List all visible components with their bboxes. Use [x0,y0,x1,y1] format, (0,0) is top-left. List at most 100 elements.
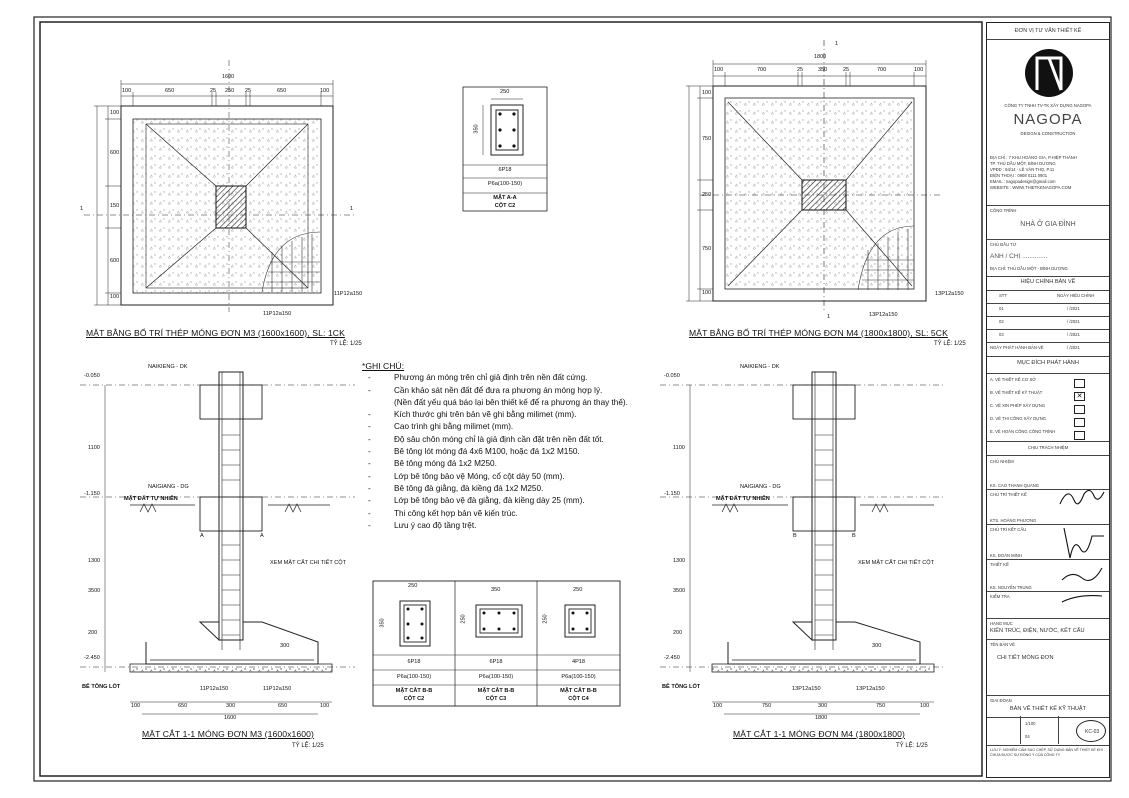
plan-m4-dim: 100 [914,67,924,73]
tb-rev-no: 03 [999,332,1004,337]
bb-c2-dim-top: 250 [408,583,418,589]
m3-level-bot: -2.450 [84,655,100,661]
plan-m4-dim: 700 [877,67,887,73]
tb-phase-label: GIAI ĐOẠN [990,698,1012,703]
m3-cut-mark: A [200,533,204,539]
m3-cut-mark: A [260,533,264,539]
bb-c4-title: MẶT CẮT B-B [560,688,597,694]
tb-divider [1058,716,1060,744]
plan-m4-drawing [686,40,940,312]
tb-role: THIẾT KẾ [990,562,1009,567]
tb-role: KIỂM TRA [990,594,1010,599]
tb-contact: ĐIỆN THOẠI : 0908 0111 0901 [990,173,1048,178]
tb-footnote: LƯU Ý: NGHIÊM CẤM SAO CHÉP, SỬ DỤNG BẢN … [990,748,1103,757]
plan-m4-section-mark: 1 [827,314,831,320]
m3-dim-300: 300 [280,643,290,649]
inner-frame [39,21,983,777]
plan-m3-dim: 100 [110,110,120,116]
tb-purpose: A. VẼ THIẾT KẾ CƠ SỞ [990,377,1036,382]
section-aa-drawing [462,86,548,212]
note-item: Phương án móng trên chỉ giả định trên nề… [394,373,588,383]
note-bullet: - [368,520,371,530]
plan-m4-rebar-v: 13P12a150 [869,312,898,318]
tb-role: CHỦ TRÌ THIẾT KẾ [990,492,1027,497]
plan-m3-dim: 150 [110,203,120,209]
section-m4-drawing [660,371,945,715]
tb-contact: VPĐD : 94/14 - LÊ VĂN THỌ, P.11 [990,167,1055,172]
bb-c2-title: MẶT CẮT B-B [395,688,433,694]
purpose-checkbox[interactable] [1074,418,1085,427]
plan-m4-dim: 100 [702,290,712,296]
plan-m4-dim: 250 [702,192,712,198]
tb-phase: BẢN VẼ THIẾT KẾ KỸ THUẬT [1009,706,1087,712]
aa-dim-top: 250 [500,89,510,95]
note-item: Lớp bê tông bảo vệ Móng, cổ cột dày 50 (… [394,471,565,481]
plan-m3-scale: TỶ LỆ: 1/25 [330,341,362,347]
aa-rebar: 6P18 [498,167,512,173]
plan-m3-drawing [84,60,354,312]
tb-project-label: CÔNG TRÌNH [990,208,1017,213]
note-bullet [362,397,394,409]
tb-company: CÔNG TY TNHH TV-TK XÂY DỰNG NAGOPA [1004,103,1092,108]
tb-role: CHỦ TRÌ KẾT CẤU [990,527,1027,532]
tb-field: KIẾN TRÚC, ĐIỆN, NƯỚC, KẾT CẤU [990,628,1085,634]
m3-label-lean: BÊ TÔNG LÓT [82,684,121,690]
plan-m4-dim: 350 [818,67,828,73]
note-bullet: - [368,483,371,493]
bb-c2-stirrup: P6a(100-150) [396,674,432,680]
m4-label-lean: BÊ TÔNG LÓT [662,684,701,690]
tb-purpose: D. VẼ THI CÔNG XÂY DỰNG [990,416,1047,421]
plan-m3-dim: 25 [210,88,217,94]
bb-c2-rebar: 6P18 [407,659,421,665]
tb-purpose: E. VẼ HOÀN CÔNG CÔNG TRÌNH [990,429,1056,434]
tb-purpose-header: MỤC ĐÍCH PHÁT HÀNH [1017,360,1079,366]
sec-m4-title: MẶT CẮT 1-1 MÓNG ĐƠN M4 (1800x1800) [733,729,905,739]
note-bullet: - [368,459,371,469]
tb-role: KS. ĐOÀN MINH [990,553,1022,558]
m4-label-see: XEM MẶT CẮT CHI TIẾT CỘT [858,560,935,566]
note-bullet: - [368,373,371,383]
tb-role: KTS. HOÀNG PHƯƠNG [990,518,1037,523]
m3-dim-bottom: 300 [226,703,236,709]
tb-address: ĐỊA CHỈ: THỦ DẦU MỘT - BÌNH DƯƠNG [990,266,1068,271]
bb-c4-dim-top: 250 [573,587,583,593]
tb-rev-no: 02 [999,319,1004,324]
purpose-checkbox[interactable] [1074,405,1085,414]
bb-c4-rebar: 4P18 [571,659,586,665]
tb-cell-scale: 1/100 [1025,721,1036,726]
bb-c4-dim-side: 250 [542,614,549,624]
tb-drawing: CHI TIẾT MÓNG ĐƠN [997,655,1054,661]
purpose-checkbox-checked[interactable]: ✕ [1074,392,1085,401]
aa-subtitle: CỘT C2 [494,203,516,209]
plan-m4-section-mark: 1 [835,41,839,47]
signature-2 [1063,527,1104,559]
m3-level-mid: -1.150 [84,491,100,497]
m4-dim-bottom: 300 [818,703,828,709]
plan-m4-dim: 700 [757,67,767,73]
plan-m3-rebar-v: 11P12a150 [263,311,292,317]
m3-dim-left: 200 [88,630,98,636]
purpose-checkbox[interactable] [1074,379,1085,388]
tb-tagline: DESIGN & CONSTRUCTION [1020,131,1076,136]
tb-rev-date: / /2021 [1067,306,1080,311]
tb-purpose: C. VẼ XIN PHÉP XÂY DỰNG [990,403,1046,408]
plan-m3-title: MẶT BẰNG BỐ TRÍ THÉP MÓNG ĐƠN M3 (1600x1… [86,328,345,338]
tb-rev-col: STT [999,293,1007,298]
purpose-checkbox[interactable] [1074,431,1085,440]
note-item: Bê tông đà giằng, đà kiềng đá 1x2 M250. [394,483,544,493]
m3-label-dg: NAIGIANG - DG [148,484,189,490]
m3-label-ground: MẶT ĐẤT TỰ NHIÊN [124,496,178,502]
plan-m3-dim: 100 [122,88,132,94]
note-item: (Nền đất yếu quá báo lại bên thiết kế để… [394,397,628,407]
m4-dim-bottom: 750 [876,703,886,709]
bb-c3-dim-top: 350 [491,587,501,593]
signature-1 [1059,489,1105,505]
m4-level-mid: -1.150 [664,491,680,497]
m4-label-ground: MẶT ĐẤT TỰ NHIÊN [716,496,770,502]
plan-m4-dim: 25 [843,67,850,73]
tb-rev-date: / /2021 [1067,345,1080,350]
m3-rebar-left: 11P12a150 [200,686,229,692]
sec-m4-scale: TỶ LỆ: 1/25 [896,743,928,749]
notes-heading: *GHI CHÚ: [362,361,405,371]
